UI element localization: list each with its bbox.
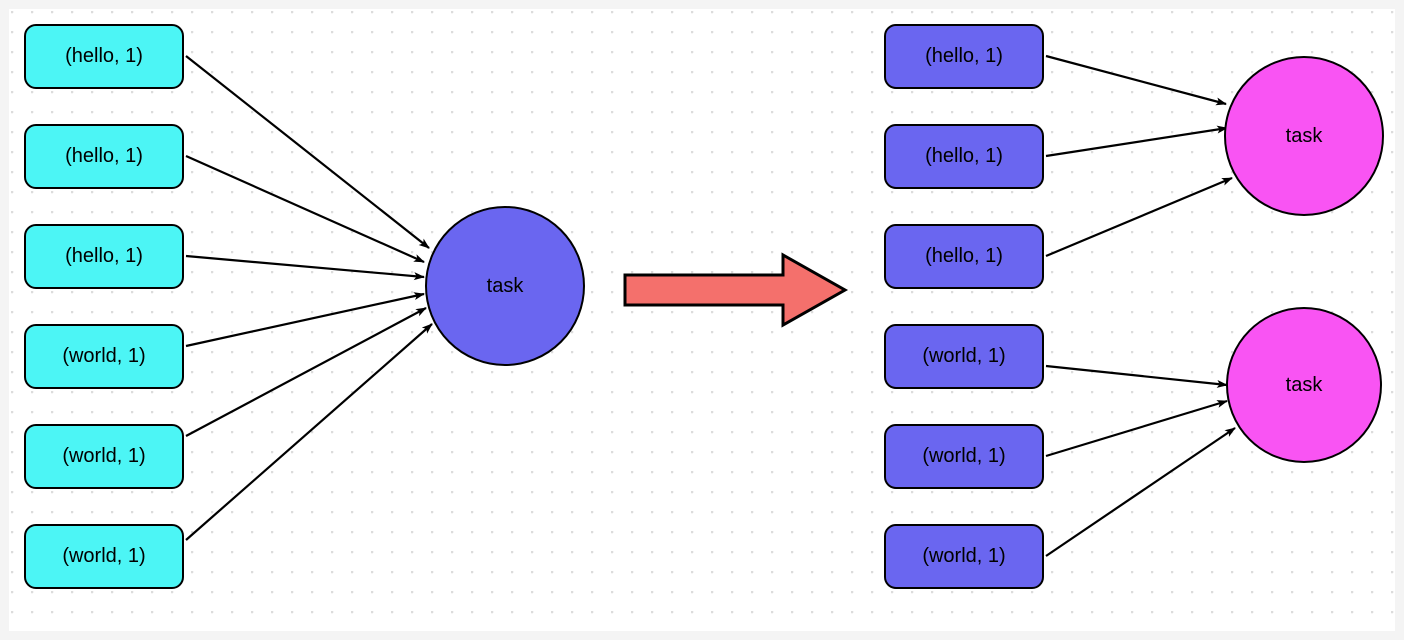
task-label: task: [486, 274, 524, 297]
pair-label: (hello, 1): [65, 245, 143, 267]
list-item[interactable]: (world, 1): [24, 324, 184, 389]
pair-label: (world, 1): [922, 545, 1006, 567]
pair-label: (world, 1): [62, 445, 146, 467]
pair-label: (world, 1): [62, 345, 146, 367]
pair-label: (world, 1): [62, 545, 146, 567]
list-item[interactable]: (hello, 1): [884, 224, 1044, 289]
task-label: task: [1285, 373, 1323, 396]
list-item[interactable]: (hello, 1): [24, 224, 184, 289]
left-edges: [185, 55, 433, 541]
list-item[interactable]: (world, 1): [24, 424, 184, 489]
list-item[interactable]: (hello, 1): [884, 124, 1044, 189]
list-item[interactable]: (hello, 1): [24, 24, 184, 89]
task-node-world[interactable]: task: [1226, 307, 1382, 463]
shuffle-arrow-icon: [623, 252, 849, 328]
pair-label: (hello, 1): [925, 245, 1003, 267]
list-item[interactable]: (world, 1): [884, 424, 1044, 489]
task-node-hello[interactable]: task: [1224, 56, 1384, 216]
task-node-input[interactable]: task: [425, 206, 585, 366]
right-edges-world: [1045, 364, 1236, 557]
pair-label: (hello, 1): [65, 145, 143, 167]
list-item[interactable]: (world, 1): [24, 524, 184, 589]
pair-label: (hello, 1): [65, 45, 143, 67]
task-label: task: [1285, 124, 1323, 147]
list-item[interactable]: (world, 1): [884, 524, 1044, 589]
list-item[interactable]: (hello, 1): [884, 24, 1044, 89]
pair-label: (world, 1): [922, 445, 1006, 467]
pair-label: (hello, 1): [925, 45, 1003, 67]
right-edges-hello: [1045, 54, 1233, 258]
list-item[interactable]: (world, 1): [884, 324, 1044, 389]
pair-label: (world, 1): [922, 345, 1006, 367]
list-item[interactable]: (hello, 1): [24, 124, 184, 189]
pair-label: (hello, 1): [925, 145, 1003, 167]
